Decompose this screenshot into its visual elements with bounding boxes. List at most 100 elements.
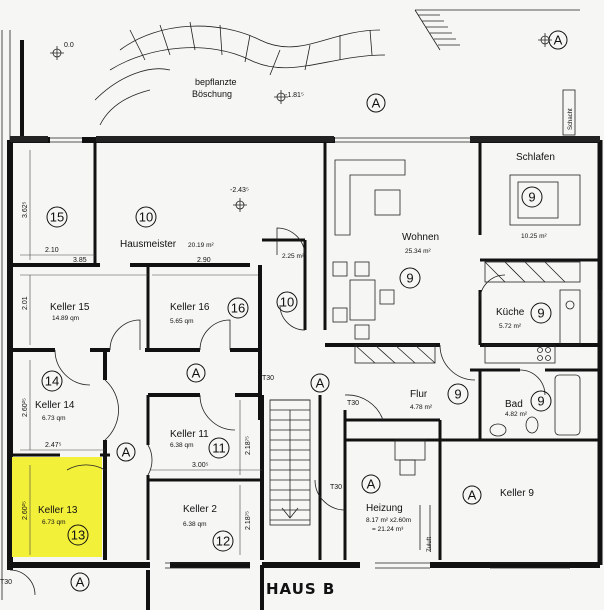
dimension-label: 2.18⁷⁵ (245, 436, 252, 455)
room-area: 14.89 qm (52, 315, 79, 322)
room-number-marker-text: 9 (537, 394, 544, 409)
room-number-marker: 16 (227, 297, 249, 319)
room-name: Küche (496, 307, 525, 318)
door-swing (276, 227, 306, 256)
chair (332, 307, 348, 323)
room-area: 5.72 m² (499, 323, 522, 330)
hob (537, 347, 543, 353)
sink (565, 300, 575, 310)
bed-mattress (517, 181, 559, 219)
zone-a-marker-ring (70, 572, 90, 592)
room-number-marker-ring (227, 297, 249, 319)
elevation-label: -2.43⁵ (230, 187, 249, 194)
embankment-line (99, 89, 151, 126)
chair (332, 261, 348, 277)
room-number-marker-ring (276, 291, 298, 313)
building-title: HAUS B (266, 580, 335, 598)
dimension-label: 3.62⁵ (22, 201, 29, 218)
room-area: 6.73 qm (42, 415, 66, 422)
room-number-marker-ring (530, 390, 552, 412)
dimension-label: 2.60²⁵ (22, 398, 29, 417)
zone-a-marker-ring (310, 373, 330, 393)
crosshair-icon (233, 198, 247, 212)
door-swing (519, 369, 546, 396)
door-label: T30 (262, 375, 274, 382)
sofa (334, 159, 406, 236)
room-area: 6.38 qm (183, 521, 207, 528)
room-number-marker-ring (67, 524, 89, 546)
dimension-label: 2.01 (22, 296, 29, 310)
room-area: 4.82 m² (505, 411, 528, 418)
embankment-line (119, 25, 381, 51)
dimension-label: 2.10 (45, 247, 59, 254)
room-number-marker-ring (399, 267, 421, 289)
zone-a-marker-text: A (192, 366, 201, 381)
zone-a-marker-text: A (554, 33, 563, 48)
door-swing (147, 444, 153, 476)
door-swings (9, 227, 546, 596)
zone-a-marker-ring (462, 485, 482, 505)
room-number-marker: 14 (41, 370, 63, 392)
dining-table (349, 279, 376, 321)
labels: 0.0 -1.81⁵ -2.43⁵ bepflanzte Böschung Ke… (0, 42, 574, 598)
kitchen-counter-south (484, 344, 556, 364)
boiler-base (399, 459, 416, 476)
door-swing (9, 569, 36, 596)
window (335, 137, 470, 143)
dimension-label: 2.60²⁵ (22, 501, 29, 520)
hob (537, 355, 543, 361)
zone-a-marker: A (116, 442, 136, 462)
door-swing (199, 319, 231, 351)
crosshair-icon (50, 46, 64, 60)
room-number-marker-ring (135, 206, 157, 228)
zone-a-marker-text: A (367, 477, 376, 492)
dimension-label: 3.00⁵ (192, 462, 209, 469)
room-name: Flur (410, 389, 428, 400)
room-name: Wohnen (402, 232, 439, 243)
room-number-marker: 9 (399, 267, 421, 289)
room-number-marker: 10 (276, 291, 298, 313)
room-number-marker-ring (208, 437, 230, 459)
room-number-marker-ring (46, 206, 68, 228)
embankment-line (109, 47, 386, 71)
west-outer-edge (1, 30, 11, 600)
door-swing (314, 479, 346, 511)
embankment-hatch-lines (129, 21, 373, 76)
zone-a-marker-text: A (468, 488, 477, 503)
wall-block (10, 136, 48, 142)
dimension-label: 2.18⁷⁵ (245, 511, 252, 530)
stair-frame (269, 399, 311, 526)
room-area: 4.78 m² (410, 404, 433, 411)
walls (1, 30, 603, 610)
room-number-marker: 9 (521, 186, 543, 208)
room-name: Keller 11 (170, 429, 209, 440)
window (597, 290, 603, 330)
window (50, 137, 82, 143)
room-number-marker-text: 9 (454, 387, 461, 402)
room-area: 6.38 qm (170, 442, 194, 449)
wall-block (470, 136, 600, 142)
room-name: Keller 2 (183, 504, 217, 515)
door-swing (54, 349, 91, 386)
room-name: Keller 14 (35, 400, 75, 411)
stairs (269, 9, 580, 526)
wall-heizung (345, 418, 442, 560)
zone-a-marker: A (70, 572, 90, 592)
zone-a-marker-text: A (372, 96, 381, 111)
boiler (394, 439, 426, 461)
duct-label: Zuluft (427, 537, 433, 552)
room-name: Heizung (366, 503, 403, 514)
room-name: Hausmeister (120, 239, 177, 250)
toilet (525, 416, 539, 434)
zone-a-marker: A (310, 373, 330, 393)
elevation-marks (50, 33, 552, 212)
zone-a-marker: A (548, 30, 568, 50)
room-name: Keller 15 (50, 302, 90, 313)
kitchen-counter (559, 289, 581, 346)
door-swing (104, 379, 119, 441)
wardrobe-hatch (484, 261, 566, 283)
room-number-marker-text: 12 (216, 534, 230, 549)
room-number-marker-text: 9 (537, 306, 544, 321)
room-name: Schlafen (516, 152, 555, 163)
wardrobe (484, 261, 581, 283)
